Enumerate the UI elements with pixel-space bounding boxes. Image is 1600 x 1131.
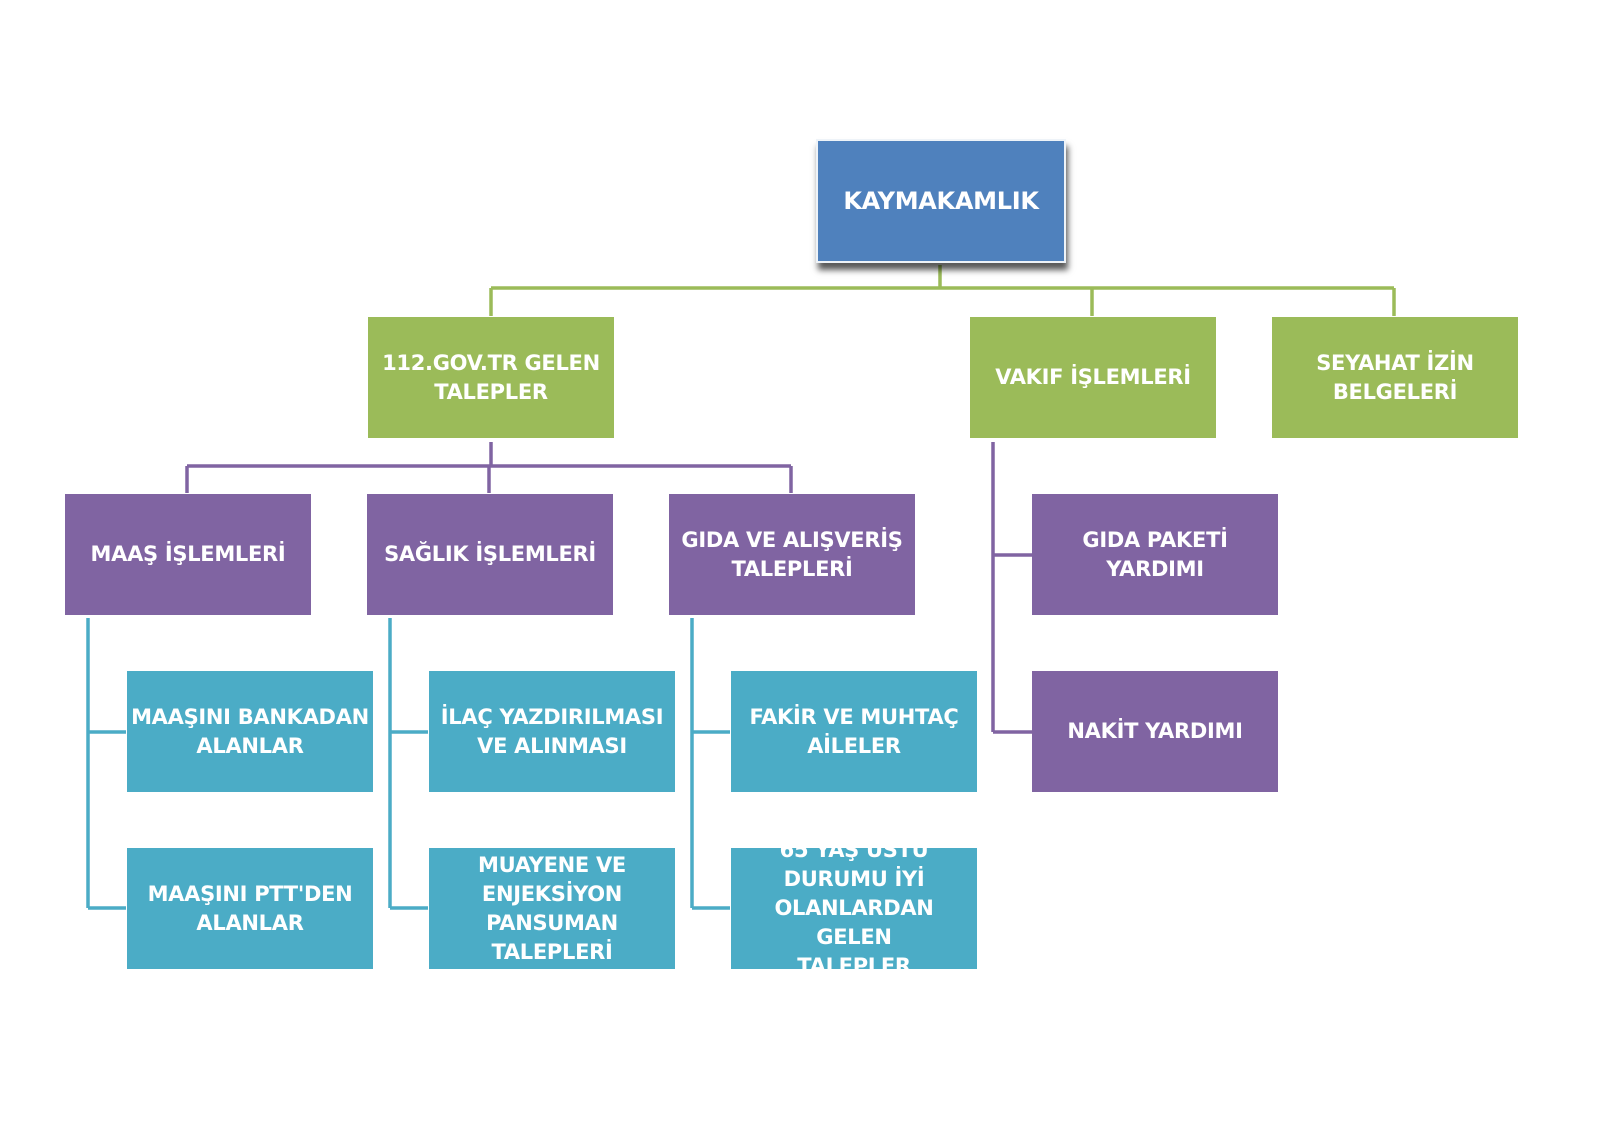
node-maas-islemleri: MAAŞ İŞLEMLERİ: [65, 494, 311, 615]
node-112-gov-tr: 112.GOV.TR GELEN TALEPLER: [368, 317, 614, 438]
node-vakif-islemleri: VAKIF İŞLEMLERİ: [970, 317, 1216, 438]
node-kaymakamlik: KAYMAKAMLIK: [816, 139, 1066, 263]
node-ilac-yazdirilmasi: İLAÇ YAZDIRILMASI VE ALINMASI: [429, 671, 675, 792]
purple-connectors: [185, 442, 1032, 734]
node-65-yas-ustu: 65 YAŞ ÜSTÜ DURUMU İYİ OLANLARDAN GELEN …: [731, 838, 977, 978]
node-maasini-bankadan: MAAŞINI BANKADAN ALANLAR: [127, 671, 373, 792]
green-connectors: [489, 265, 1396, 316]
node-seyahat-izin: SEYAHAT İZİN BELGELERİ: [1272, 317, 1518, 438]
node-gida-paketi-yardimi: GIDA PAKETİ YARDIMI: [1032, 494, 1278, 615]
node-fakir-muhtac: FAKİR VE MUHTAÇ AİLELER: [731, 671, 977, 792]
node-maasini-ptt: MAAŞINI PTT'DEN ALANLAR: [127, 848, 373, 969]
node-saglik-islemleri: SAĞLIK İŞLEMLERİ: [367, 494, 613, 615]
node-gida-alisveris: GIDA VE ALIŞVERİŞ TALEPLERİ: [669, 494, 915, 615]
teal-connectors: [86, 618, 730, 910]
node-muayene-enjeksiyon: MUAYENE VE ENJEKSİYON PANSUMAN TALEPLERİ: [429, 848, 675, 969]
node-nakit-yardimi: NAKİT YARDIMI: [1032, 671, 1278, 792]
